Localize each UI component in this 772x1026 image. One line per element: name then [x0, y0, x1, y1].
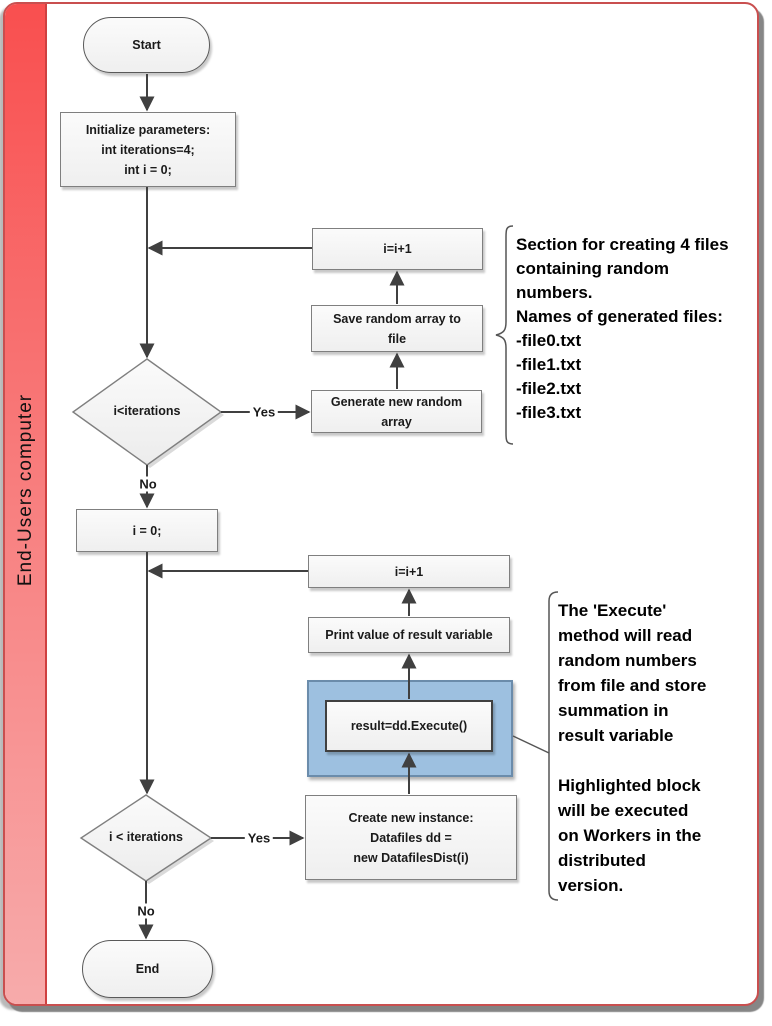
decision-2-shape: [79, 794, 214, 884]
label-yes-1: Yes: [249, 404, 279, 420]
node-reset-i: i = 0;: [76, 509, 218, 552]
node-save-array: Save random array to file: [311, 305, 483, 352]
node-generate-array: Generate new random array: [311, 390, 482, 433]
swimlane-sidebar: End-Users computer: [5, 4, 47, 1004]
node-create-instance: Create new instance: Datafiles dd = new …: [305, 795, 517, 880]
node-print-result: Print value of result variable: [308, 617, 510, 653]
files-note-brace: [495, 225, 514, 445]
label-yes-2: Yes: [244, 830, 274, 846]
node-increment-1: i=i+1: [312, 228, 483, 270]
label-no-2: No: [134, 903, 158, 919]
label-no-1: No: [136, 476, 160, 492]
node-execute: result=dd.Execute(): [325, 700, 493, 752]
callout-line: [512, 735, 550, 754]
node-increment-2: i=i+1: [308, 555, 510, 588]
annotation-files: Section for creating 4 files containing …: [516, 235, 729, 422]
execute-note-bracket: [512, 591, 559, 901]
annotation-execute: The 'Execute' method will read random nu…: [558, 601, 707, 895]
node-start: Start: [83, 17, 210, 73]
node-initialize: Initialize parameters: int iterations=4;…: [60, 112, 236, 187]
decision-2-label: i < iterations: [109, 830, 183, 844]
node-end: End: [82, 940, 213, 998]
decision-1-shape: [71, 358, 224, 468]
decision-1-label: i<iterations: [113, 404, 181, 418]
